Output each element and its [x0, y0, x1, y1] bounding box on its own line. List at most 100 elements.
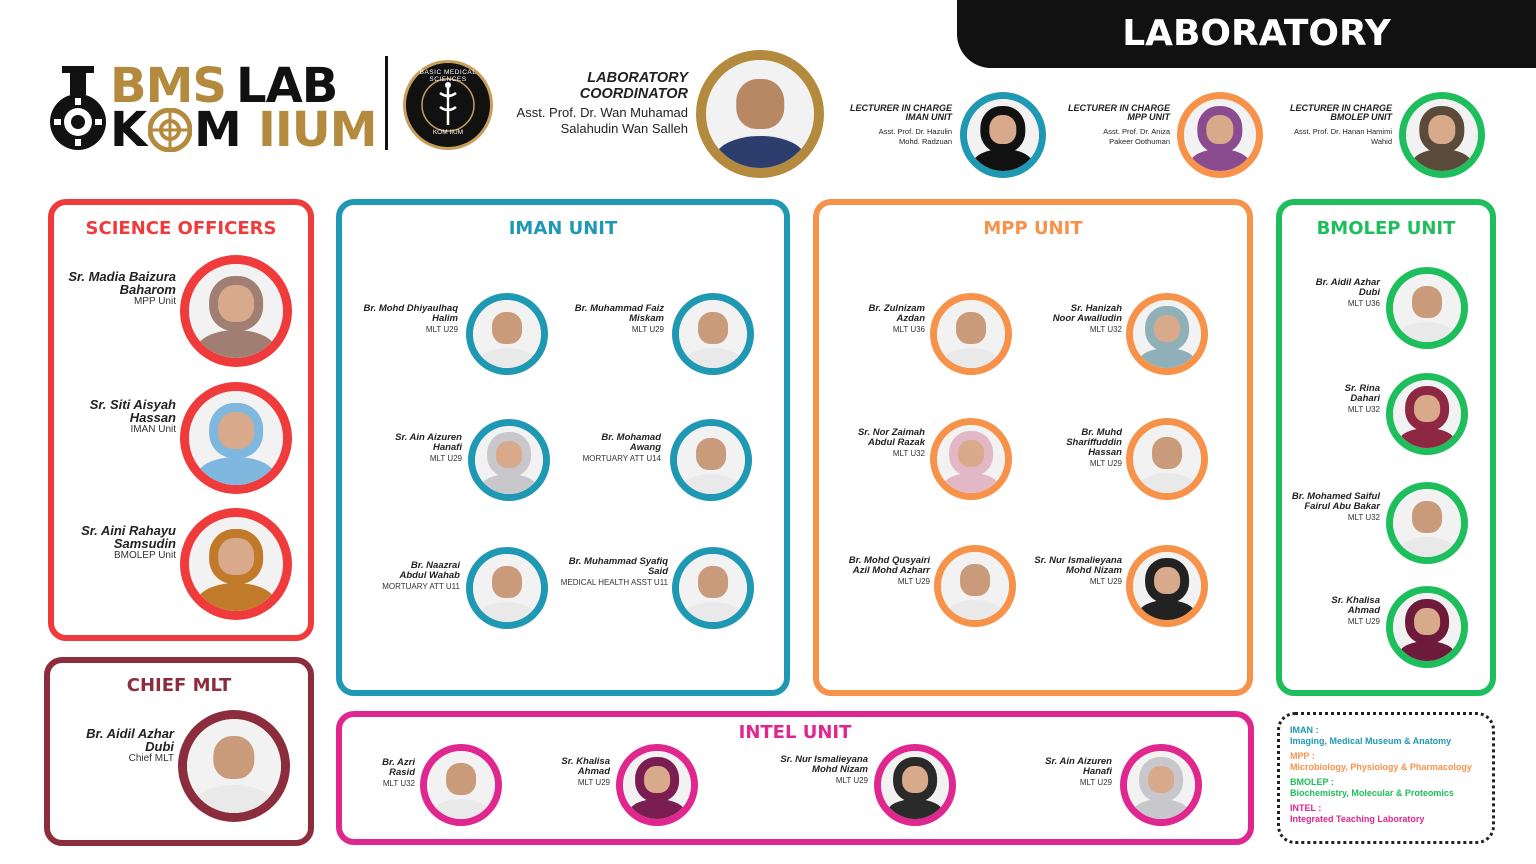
person-photo [189, 264, 283, 358]
lecturer-mpp-photo [1184, 99, 1256, 171]
person-photo [475, 426, 543, 494]
lecturer-mpp-role: LECTURER IN CHARGE [1067, 103, 1170, 113]
lecturer-bmolep-role: LECTURER IN CHARGE [1289, 103, 1392, 113]
person-name: Dubi [145, 739, 174, 754]
legend-intel: INTEL : Integrated Teaching Laboratory [1290, 803, 1482, 825]
lecturer-mpp-name1: Asst. Prof. Dr. Aniza [1103, 127, 1170, 136]
coordinator-role: LABORATORY COORDINATOR [510, 70, 688, 102]
person-name: Sr. Ain Aizuren [395, 432, 462, 443]
lecturer-iman-unit: IMAN UNIT [905, 112, 953, 122]
person-role: MLT U29 [631, 325, 664, 334]
person-photo [427, 751, 495, 819]
logo-word-k: K [110, 102, 147, 158]
legend-intel-text: Integrated Teaching Laboratory [1290, 814, 1425, 824]
iman-unit-title: IMAN UNIT [508, 218, 618, 239]
person-photo [1133, 300, 1201, 368]
person-name: Awang [629, 442, 661, 453]
person-photo [1393, 274, 1461, 342]
person-photo [679, 554, 747, 622]
lecturer-iman-name1: Asst. Prof. Dr. Hazulin [878, 127, 952, 136]
person-name: Br. Mohamad [601, 432, 661, 443]
mpp-unit-title: MPP UNIT [983, 218, 1083, 239]
legend-intel-key: INTEL : [1290, 803, 1322, 813]
legend-iman-text: Imaging, Medical Museum & Anatomy [1290, 736, 1452, 746]
person-name: Br. Azri [382, 757, 415, 768]
person-name: Br. Mohamed Saiful [1291, 491, 1380, 502]
person-name: Sr. Hanizah [1070, 303, 1122, 314]
person-name: Sr. Madia Baizura [68, 269, 176, 284]
person-name: Said [647, 566, 668, 577]
person-name: Hanafi [1082, 766, 1112, 777]
person-role: MEDICAL HEALTH ASST U11 [560, 578, 668, 587]
person-role: MLT U29 [1089, 459, 1122, 468]
person-role: MORTUARY ATT U11 [382, 582, 460, 591]
logo-word-iium: IIUM [258, 102, 377, 158]
seal-bottom-text: KOM IIUM [432, 129, 464, 136]
science-officers-title: SCIENCE OFFICERS [85, 218, 277, 239]
person-role: BMOLEP Unit [113, 550, 176, 561]
intel-unit-title: INTEL UNIT [738, 722, 852, 743]
person-photo [473, 554, 541, 622]
lecturer-bmolep-name1: Asst. Prof. Dr. Hanan Hamimi [1294, 127, 1392, 136]
person-name: Sr. Nor Zaimah [857, 427, 925, 438]
lecturer-iman-name2: Mohd. Radzuan [899, 137, 952, 146]
person-name: Azdan [896, 313, 926, 324]
person-role: MLT U29 [577, 778, 610, 787]
chief-mlt-box [44, 657, 314, 846]
person-name: Br. Muhammad Syafiq [568, 556, 668, 567]
person-photo [881, 751, 949, 819]
person-photo [677, 426, 745, 494]
legend-mpp: MPP : Microbiology, Physiology & Pharmac… [1290, 751, 1482, 773]
person-name: Halim [432, 313, 458, 324]
person-name: Sr. Khalisa [561, 756, 610, 767]
logo-word-m: M [194, 102, 242, 158]
coordinator-name-line2: Salahudin Wan Salleh [560, 121, 688, 136]
person-photo [473, 300, 541, 368]
legend-bmolep-text: Biochemistry, Molecular & Proteomics [1290, 788, 1454, 798]
person-name: Br. Zulnizam [868, 303, 925, 314]
person-name: Br. Mohd Dhiyaulhaq [363, 303, 458, 314]
person-photo [941, 552, 1009, 620]
person-photo [937, 300, 1005, 368]
legend-mpp-key: MPP : [1290, 751, 1315, 761]
lecturer-iman-role: LECTURER IN CHARGE [849, 103, 952, 113]
person-photo [623, 751, 691, 819]
person-name: Ahmad [577, 766, 610, 777]
person-name: Sr. Ain Aizuren [1045, 756, 1112, 767]
flask-gear-icon [50, 66, 106, 150]
person-name: Baharom [119, 282, 176, 297]
person-role: MORTUARY ATT U14 [582, 454, 661, 463]
legend-iman-key: IMAN : [1290, 725, 1319, 735]
person-role: MLT U36 [892, 325, 925, 334]
person-photo [1393, 380, 1461, 448]
logo-word-lab: LAB [236, 58, 338, 114]
ornament-icon [148, 108, 192, 152]
coordinator-photo [706, 60, 814, 168]
person-name: Sr. Aini Rahayu [81, 523, 176, 538]
person-role: MLT U29 [429, 454, 462, 463]
person-name: Sr. Khalisa [1331, 595, 1380, 606]
bms-seal: BASIC MEDICAL SCIENCES KOM IIUM [403, 60, 493, 150]
person-role: MLT U29 [425, 325, 458, 334]
person-photo [1393, 593, 1461, 661]
person-name: Miskam [629, 313, 664, 324]
person-role: MLT U29 [835, 776, 868, 785]
person-role: IMAN Unit [130, 424, 176, 435]
person-role: Chief MLT [128, 753, 174, 764]
person-name: Sr. Rina [1344, 383, 1380, 394]
coordinator-name: Asst. Prof. Dr. Wan Muhamad Salahudin Wa… [470, 105, 688, 137]
lecturer-mpp-unit: MPP UNIT [1127, 112, 1170, 122]
logo-word-bms: BMS [110, 58, 227, 114]
person-name: Br. Aidil Azhar [86, 726, 174, 741]
person-name: Br. Muhammad Faiz [574, 303, 664, 314]
person-name: Hassan [1088, 447, 1122, 458]
person-role: MLT U29 [1347, 617, 1380, 626]
person-photo [1133, 552, 1201, 620]
person-name: Abdul Wahab [399, 570, 460, 581]
iman-unit-box [336, 199, 790, 696]
coordinator-name-line1: Asst. Prof. Dr. Wan Muhamad [516, 105, 688, 120]
legend-bmolep: BMOLEP : Biochemistry, Molecular & Prote… [1290, 777, 1482, 799]
unit-legend: IMAN : Imaging, Medical Museum & Anatomy… [1277, 712, 1495, 844]
lecturer-mpp-name2: Pakeer Oothuman [1109, 137, 1170, 146]
seal-emblem-icon [421, 78, 475, 132]
